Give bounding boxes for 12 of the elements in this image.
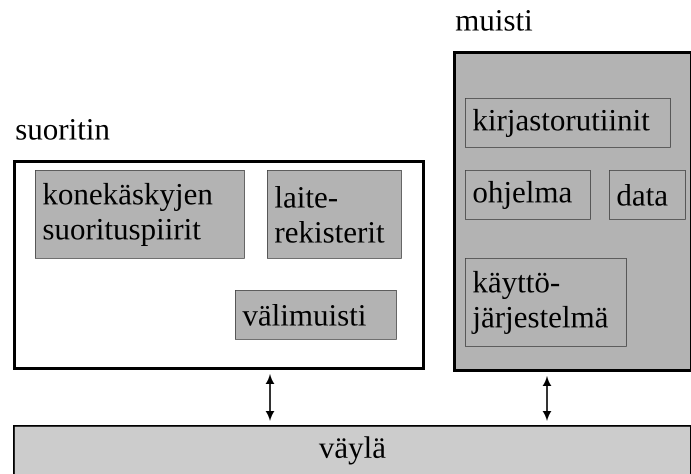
bus-bar: väylä (13, 425, 691, 474)
arrow (543, 378, 551, 419)
component-box: konekäskyjen suorituspiirit (35, 170, 245, 259)
component-box: kirjastorutiinit (465, 98, 671, 148)
box-heading: suoritin (16, 118, 110, 140)
component-box: data (609, 170, 686, 220)
component-box: laite- rekisterit (267, 170, 402, 259)
component-box: ohjelma (465, 170, 591, 220)
component-box: välimuisti (235, 290, 397, 340)
box-heading: muisti (456, 10, 532, 31)
component-box: käyttö- järjestelmä (465, 258, 627, 347)
arrow (266, 376, 274, 419)
